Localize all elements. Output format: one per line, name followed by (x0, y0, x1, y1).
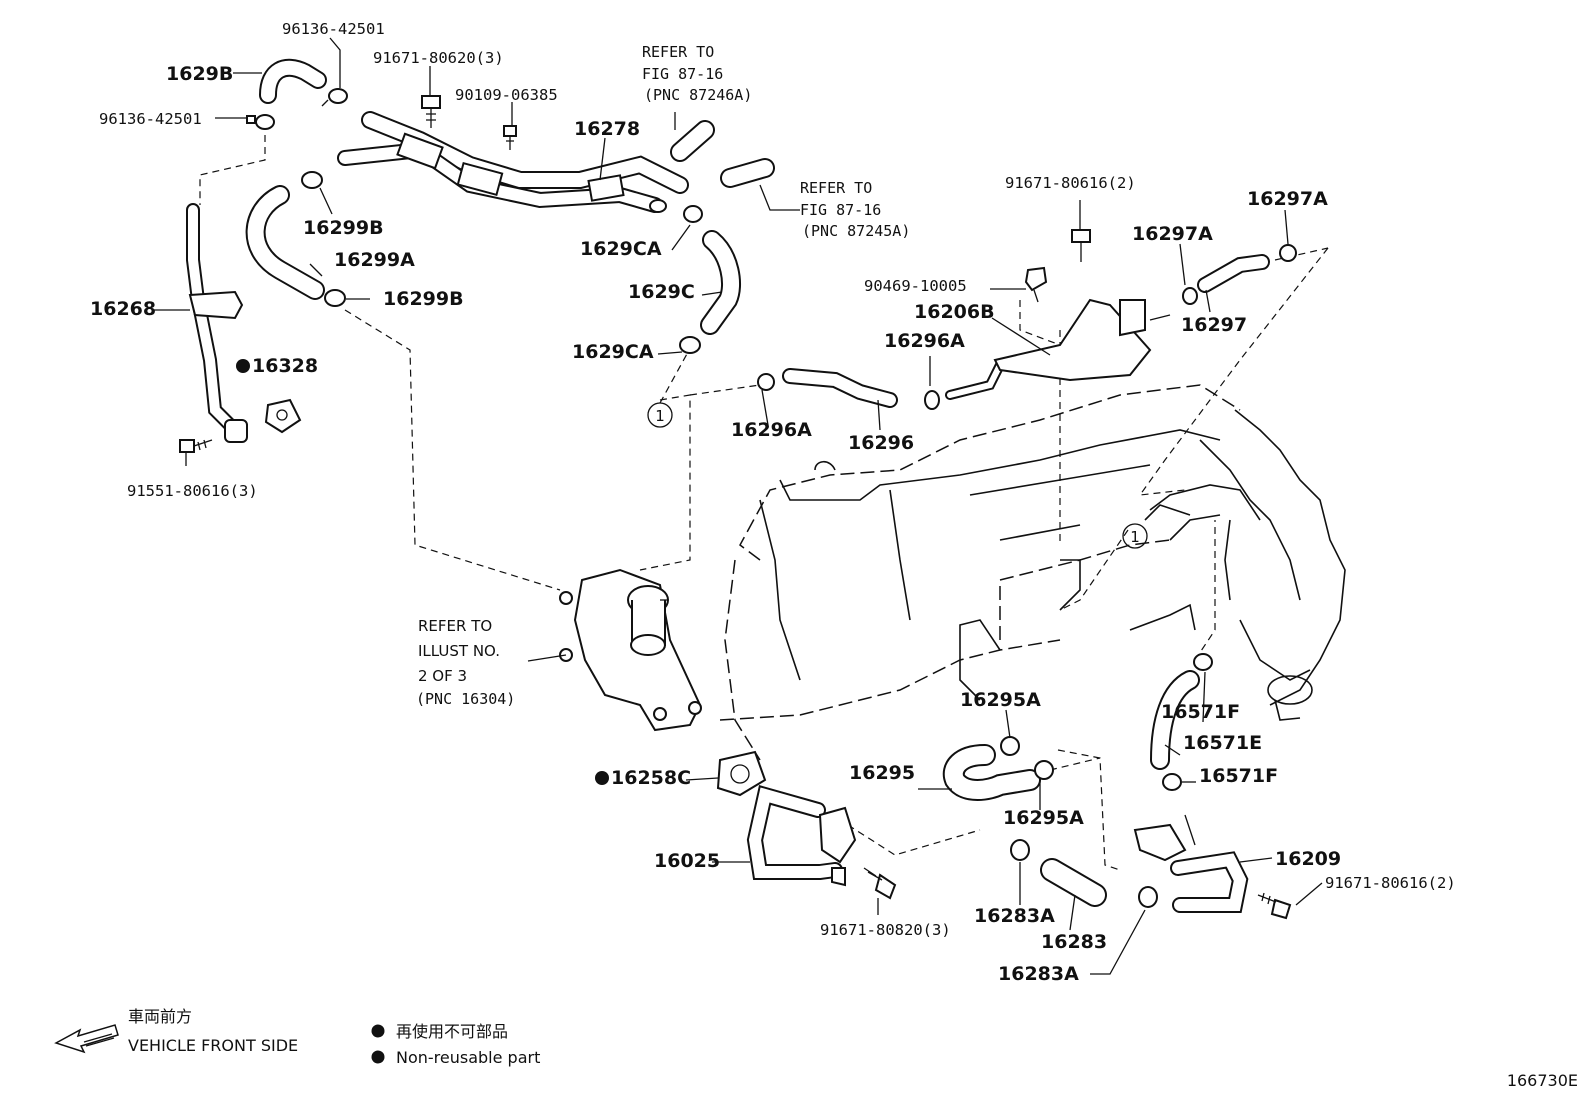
refer-line: FIG 87-16 (800, 201, 881, 219)
label-1629CA-2: 1629CA (572, 341, 654, 363)
label-91671-80616-top: 91671-80616(2) (1005, 174, 1136, 192)
label-91551-80616: 91551-80616(3) (127, 482, 258, 500)
label-16296A-1: 16296A (731, 419, 812, 441)
water-inlet-housing (559, 568, 702, 732)
hose-16283 (1010, 839, 1158, 908)
nonreusable-label-jp: 再使用不可部品 (396, 1022, 508, 1041)
leader-lines (152, 37, 1323, 975)
refer-line: (PNC 16304) (416, 690, 515, 708)
direction-label-en: VEHICLE FRONT SIDE (128, 1036, 298, 1055)
part-labels: 96136-42501 1629B 96136-42501 91671-8062… (90, 20, 1456, 985)
label-16295A-2: 16295A (1003, 807, 1084, 829)
hose-16296 (757, 368, 940, 410)
refer-line: (PNC 87245A) (802, 222, 910, 240)
non-reusable-dot-icon (236, 359, 250, 373)
label-91671-80616-right: 91671-80616(2) (1325, 874, 1456, 892)
label-16258C: 16258C (611, 767, 691, 789)
label-16297A-1: 16297A (1132, 223, 1213, 245)
hose-1629C (679, 205, 741, 354)
refer-note-16304: REFER TO ILLUST NO. 2 OF 3 (PNC 16304) (416, 617, 515, 708)
refer-line: 2 OF 3 (418, 667, 467, 685)
label-16295A-1: 16295A (960, 689, 1041, 711)
label-16328: 16328 (252, 355, 318, 377)
label-16571F-2: 16571F (1199, 765, 1278, 787)
circle-ref-label: 1 (1130, 528, 1140, 546)
hose-16571E (1150, 653, 1213, 791)
label-16283A-2: 16283A (998, 963, 1079, 985)
label-16295: 16295 (849, 762, 915, 784)
label-91671-80820: 91671-80820(3) (820, 921, 951, 939)
clip-90469-10005 (1024, 266, 1048, 303)
bolt-91671-80820 (863, 867, 897, 900)
bolt-91551-80616 (179, 439, 213, 453)
circle-ref-label: 1 (655, 407, 665, 425)
nonreusable-label-en: Non-reusable part (396, 1048, 540, 1067)
label-16299B-2: 16299B (383, 288, 464, 310)
figure-id: 166730E (1507, 1071, 1578, 1090)
label-16206B: 16206B (914, 301, 995, 323)
non-reusable-dot-icon (371, 1050, 385, 1064)
clamp-96136-left (246, 114, 275, 130)
label-90469-10005: 90469-10005 (864, 277, 967, 295)
label-16297A-2: 16297A (1247, 188, 1328, 210)
direction-label-jp: 車両前方 (128, 1007, 192, 1026)
label-16296: 16296 (848, 432, 914, 454)
non-reusable-dot-icon (595, 771, 609, 785)
label-16209: 16209 (1275, 848, 1341, 870)
label-96136-42501-top: 96136-42501 (282, 20, 385, 38)
hose-16299A (245, 171, 346, 307)
refer-line: REFER TO (418, 617, 492, 635)
label-91671-80620: 91671-80620(3) (373, 49, 504, 67)
refer-line: ILLUST NO. (418, 642, 500, 660)
engine-block-outline (719, 384, 1346, 761)
label-16278: 16278 (574, 118, 640, 140)
label-1629B: 1629B (166, 63, 233, 85)
refer-line: REFER TO (800, 179, 872, 197)
bolt-91671-80620 (421, 95, 441, 128)
legend: 車両前方 VEHICLE FRONT SIDE 再使用不可部品 Non-reus… (54, 1007, 540, 1067)
refer-line: REFER TO (642, 43, 714, 61)
refer-line: FIG 87-16 (642, 65, 723, 83)
gasket-16258C (716, 750, 767, 797)
label-96136-42501-left: 96136-42501 (99, 110, 202, 128)
hose-1629B (259, 58, 327, 104)
label-16283A-1: 16283A (974, 905, 1055, 927)
label-16025: 16025 (654, 850, 720, 872)
circle-ref-1-left: 1 (647, 351, 689, 428)
gasket-16328 (264, 398, 302, 434)
bracket-16206B (945, 298, 1171, 400)
pipe-ref-87246A (670, 120, 715, 162)
label-16571F-1: 16571F (1161, 701, 1240, 723)
label-90109-06385: 90109-06385 (455, 86, 558, 104)
bolt-90109-06385 (503, 125, 517, 150)
label-16268: 16268 (90, 298, 156, 320)
circle-ref-1-right: 1 (1122, 523, 1148, 549)
pipe-16025 (746, 784, 857, 887)
pipe-16278 (337, 111, 689, 213)
hose-16297 (1182, 244, 1297, 305)
non-reusable-dot-icon (371, 1024, 385, 1038)
bolt-91671-80616-top (1071, 229, 1091, 262)
label-16299A: 16299A (334, 249, 415, 271)
front-arrow-icon (54, 1024, 119, 1054)
clamp-96136-top (321, 88, 348, 107)
pipe-16268 (186, 203, 248, 443)
label-1629CA-1: 1629CA (580, 238, 662, 260)
refer-note-87246A: REFER TO FIG 87-16 (PNC 87246A) (642, 43, 752, 104)
label-16571E: 16571E (1183, 732, 1262, 754)
label-16283: 16283 (1041, 931, 1107, 953)
pipe-16209 (1133, 814, 1249, 913)
refer-note-87245A: REFER TO FIG 87-16 (PNC 87245A) (800, 179, 910, 240)
label-1629C: 1629C (628, 281, 695, 303)
label-16296A-2: 16296A (884, 330, 965, 352)
label-16297: 16297 (1181, 314, 1247, 336)
refer-line: (PNC 87246A) (644, 86, 752, 104)
hose-16295 (942, 736, 1054, 801)
label-16299B-1: 16299B (303, 217, 384, 239)
bolt-91671-80616-right (1257, 892, 1292, 920)
pipe-ref-87245A (720, 158, 775, 188)
assembly-dashed-lines (199, 135, 1329, 871)
